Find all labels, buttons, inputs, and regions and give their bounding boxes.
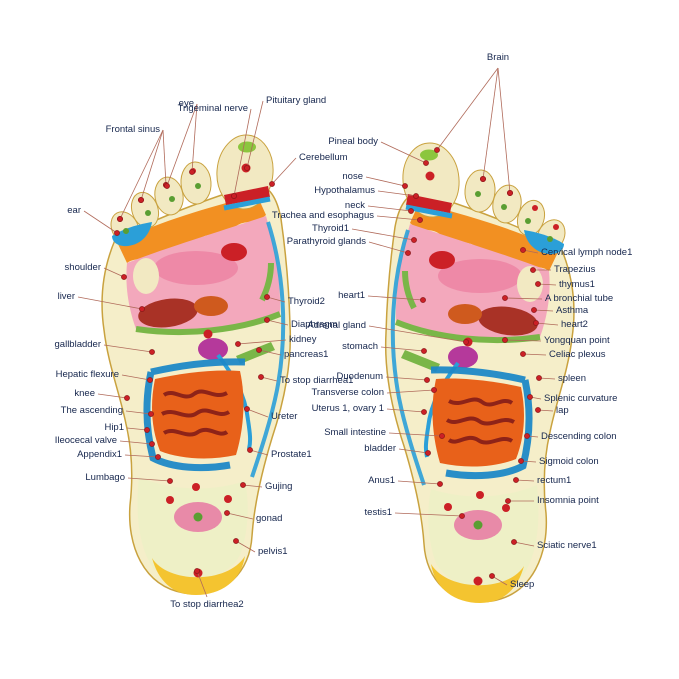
label-eye: eye <box>178 98 194 109</box>
label-trachea-esophagus: Trachea and esophagus <box>271 210 374 221</box>
label-bladder: bladder <box>364 443 396 454</box>
label-parathyroid-glands: Parathyroid glands <box>286 236 366 247</box>
label-ileocecal-valve: Ileocecal valve <box>54 435 117 446</box>
label-pituitary-gland: Pituitary gland <box>266 95 327 106</box>
label-liver: liver <box>57 291 75 302</box>
label-sciatic-nerve1: Sciatic nerve1 <box>537 540 597 551</box>
label-testis1: testis1 <box>364 507 392 518</box>
label-lumbago: Lumbago <box>85 472 125 483</box>
label-appendix1: Appendix1 <box>77 449 122 460</box>
label-the-ascending: The ascending <box>60 405 123 416</box>
label-spleen: spleen <box>558 373 586 384</box>
label-hip1: Hip1 <box>104 422 124 433</box>
label-a-bronchial-tube: A bronchial tube <box>545 293 614 304</box>
label-diaphragm: Diaphragm <box>291 319 338 330</box>
label-heart2: heart2 <box>561 319 588 330</box>
label-pancreas1: pancreas1 <box>284 349 329 360</box>
label-uterus-ovary: Uterus 1, ovary 1 <box>311 403 384 414</box>
label-heart1: heart1 <box>338 290 365 301</box>
label-anus1: Anus1 <box>368 475 395 486</box>
label-ear: ear <box>67 205 81 216</box>
label-sleep: Sleep <box>510 579 535 590</box>
label-rectum1: rectum1 <box>537 475 572 486</box>
label-trigeminal-nerve: Trigeminal nerve <box>177 103 248 114</box>
label-insomnia-point: Insomnia point <box>537 495 599 506</box>
label-asthma: Asthma <box>556 305 589 316</box>
label-adrenal-gland: Adrenal gland <box>307 320 366 331</box>
label-shoulder: shoulder <box>64 262 101 273</box>
label-frontal-sinus: Frontal sinus <box>105 124 160 135</box>
label-thyroid2: Thyroid2 <box>288 296 325 307</box>
label-neck: neck <box>344 200 365 211</box>
label-gujing: Gujing <box>265 481 293 492</box>
label-gonad: gonad <box>256 513 283 524</box>
label-cerebellum: Cerebellum <box>299 152 348 163</box>
label-knee: knee <box>74 388 95 399</box>
label-transverse-colon: Transverse colon <box>311 387 384 398</box>
label-duodenum: Duodenum <box>336 371 383 382</box>
left-foot <box>101 134 292 595</box>
label-yongquan-point: Yongquan point <box>544 335 610 346</box>
label-to-stop-diarrhea2: To stop diarrhea2 <box>170 599 244 610</box>
label-pelvis1: pelvis1 <box>258 546 288 557</box>
label-to-stop-diarrhea1: To stop diarrhea1 <box>280 375 354 386</box>
label-hypothalamus: Hypothalamus <box>314 185 375 196</box>
label-small-intestine: Small intestine <box>324 427 386 438</box>
label-descending-colon: Descending colon <box>541 431 617 442</box>
label-celiac-plexus: Celiac plexus <box>549 349 606 360</box>
label-lap: lap <box>556 405 569 416</box>
label-trapezius: Trapezius <box>554 264 596 275</box>
label-stomach: stomach <box>342 341 378 352</box>
label-splenic-curvature: Splenic curvature <box>544 393 618 404</box>
label-thymus1: thymus1 <box>559 279 595 290</box>
label-kidney: kidney <box>289 334 317 345</box>
label-prostate1: Prostate1 <box>271 449 312 460</box>
label-gallbladder: gallbladder <box>54 339 101 350</box>
label-ureter: Ureter <box>271 411 298 422</box>
label-brain: Brain <box>486 52 510 63</box>
label-cervical-lymph-node1: Cervical lymph node1 <box>541 247 633 258</box>
label-pineal-body: Pineal body <box>328 136 378 147</box>
label-hepatic-flexure: Hepatic flexure <box>55 369 119 380</box>
label-sigmoid-colon: Sigmoid colon <box>539 456 599 467</box>
label-thyroid1: Thyroid1 <box>312 223 349 234</box>
label-nose: nose <box>342 171 363 182</box>
